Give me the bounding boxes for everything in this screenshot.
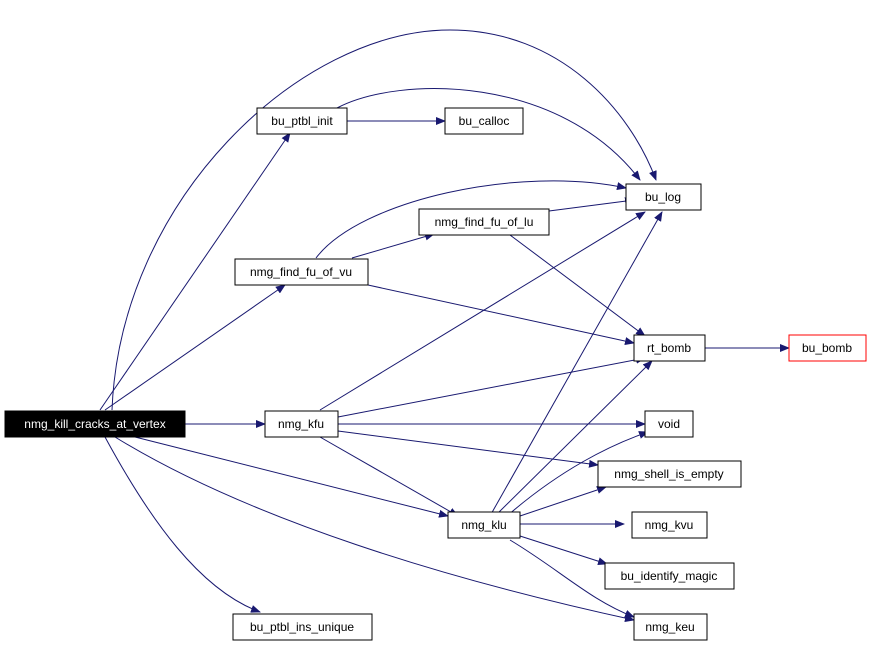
edge-root-to-ptbl-ins-unique <box>104 436 261 613</box>
node-label: nmg_find_fu_of_lu <box>435 215 534 229</box>
node-label: nmg_find_fu_of_vu <box>250 265 352 279</box>
edge-klu-to-void <box>506 431 649 517</box>
node-nmg-find-fu-of-vu[interactable]: nmg_find_fu_of_vu <box>234 258 369 286</box>
node-rt-bomb[interactable]: rt_bomb <box>633 334 706 362</box>
edge-find-fu-of-lu-to-rt-bomb <box>509 234 646 337</box>
edge-find-fu-of-vu-to-find-fu-of-lu <box>351 232 435 259</box>
node-nmg-kill-cracks-at-vertex[interactable]: nmg_kill_cracks_at_vertex <box>4 410 186 438</box>
edge-kfu-to-klu <box>319 436 459 517</box>
edge-find-fu-of-vu-to-rt-bomb <box>367 284 635 345</box>
node-label: bu_identify_magic <box>621 569 718 583</box>
node-label: bu_bomb <box>802 341 852 355</box>
edge-root-to-klu <box>134 436 449 518</box>
edge-kfu-to-log <box>319 211 646 411</box>
node-label: nmg_klu <box>461 518 506 532</box>
node-nmg-find-fu-of-lu[interactable]: nmg_find_fu_of_lu <box>418 208 550 236</box>
node-nmg-kfu[interactable]: nmg_kfu <box>264 410 339 438</box>
node-label: nmg_keu <box>645 620 694 634</box>
node-nmg-keu[interactable]: nmg_keu <box>633 613 708 641</box>
node-label: bu_log <box>645 190 681 204</box>
node-label: rt_bomb <box>647 341 691 355</box>
node-label: nmg_kill_cracks_at_vertex <box>24 417 165 431</box>
edge-kfu-to-shell-is-empty <box>337 430 599 468</box>
edge-root-to-ptbl-init <box>99 132 291 411</box>
node-bu-calloc[interactable]: bu_calloc <box>444 107 524 135</box>
node-bu-ptbl-init[interactable]: bu_ptbl_init <box>256 107 348 135</box>
node-bu-bomb[interactable]: bu_bomb <box>788 334 867 362</box>
node-bu-identify-magic[interactable]: bu_identify_magic <box>604 562 735 590</box>
edges <box>99 29 790 622</box>
edge-klu-to-keu <box>509 539 635 618</box>
edge-root-to-find-fu-of-vu <box>104 284 286 411</box>
edge-klu-to-shell-is-empty <box>519 486 607 517</box>
node-nmg-kvu[interactable]: nmg_kvu <box>631 511 708 539</box>
node-nmg-shell-is-empty[interactable]: nmg_shell_is_empty <box>597 460 742 488</box>
edge-kfu-to-rt-bomb <box>337 355 646 418</box>
edge-find-fu-of-vu-to-log <box>315 180 627 259</box>
node-label: nmg_shell_is_empty <box>614 467 723 481</box>
edge-ptbl-init-to-log <box>336 88 641 181</box>
node-label: bu_ptbl_ins_unique <box>250 620 354 634</box>
node-label: bu_ptbl_init <box>271 114 333 128</box>
node-label: nmg_kfu <box>278 417 324 431</box>
edge-klu-to-identify-magic <box>519 535 608 566</box>
edge-klu-to-log <box>489 211 663 517</box>
node-nmg-klu[interactable]: nmg_klu <box>447 511 521 539</box>
node-label: bu_calloc <box>459 114 510 128</box>
edge-root-to-keu <box>114 436 635 622</box>
node-bu-ptbl-ins-unique[interactable]: bu_ptbl_ins_unique <box>232 613 373 641</box>
edge-root-to-log <box>111 29 657 411</box>
node-label: nmg_kvu <box>645 518 694 532</box>
node-label: void <box>658 417 680 431</box>
edge-klu-to-rt-bomb <box>494 360 653 517</box>
node-void[interactable]: void <box>644 410 694 438</box>
edge-find-fu-of-lu-to-log <box>548 197 635 212</box>
node-bu-log[interactable]: bu_log <box>625 183 702 211</box>
